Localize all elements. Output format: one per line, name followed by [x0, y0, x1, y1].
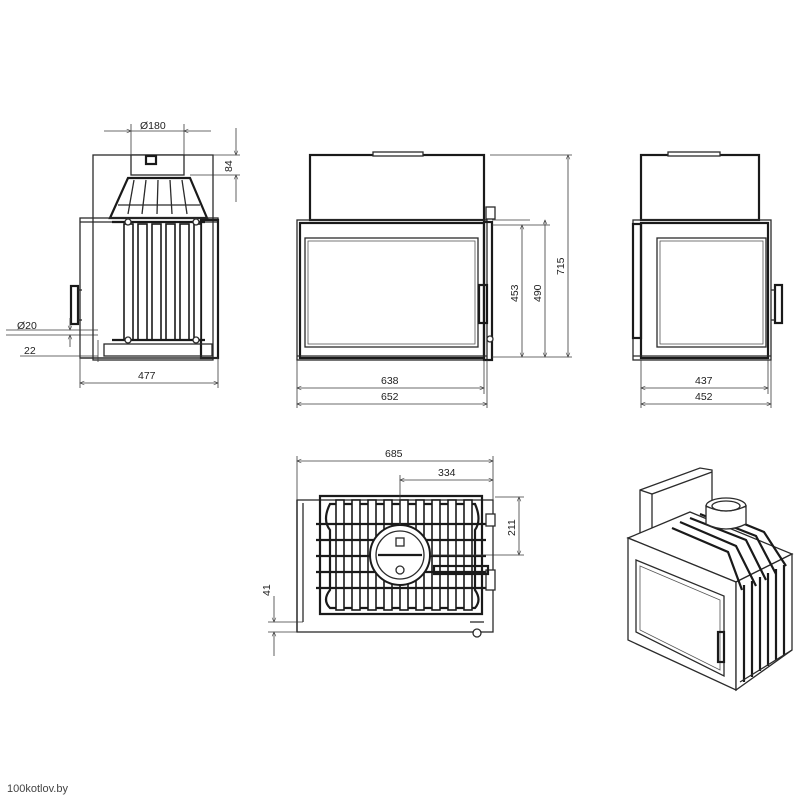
top-view: 685 334 211 41 [261, 448, 524, 656]
side-view: Ø180 84 Ø20 22 477 [6, 120, 240, 388]
dim-air-inlet-diameter: Ø20 [17, 320, 37, 332]
dim-flue-offset-x: 334 [438, 467, 456, 479]
front-view: 453 490 715 638 652 [296, 151, 572, 408]
dim-rear-total-width: 452 [695, 391, 713, 403]
dim-depth: 477 [138, 370, 156, 382]
dim-glass-height: 453 [509, 284, 521, 302]
dim-collar-height: 84 [223, 160, 235, 172]
dim-flue-diameter: Ø180 [140, 120, 166, 132]
dim-door-height: 490 [532, 284, 544, 302]
dim-rear-inner-width: 437 [695, 375, 713, 387]
dim-flue-offset-y: 211 [506, 519, 518, 536]
isometric-view [626, 467, 794, 692]
dim-top-total-width: 685 [385, 448, 403, 460]
dim-total-height: 715 [555, 257, 567, 275]
dim-air-inlet-offset: 22 [24, 345, 36, 357]
rear-view: 437 452 [631, 151, 784, 408]
dim-air-offset: 41 [261, 584, 273, 596]
dim-glass-width: 638 [381, 375, 399, 387]
dim-total-width: 652 [381, 391, 399, 403]
watermark: 100kotlov.by [7, 783, 68, 795]
